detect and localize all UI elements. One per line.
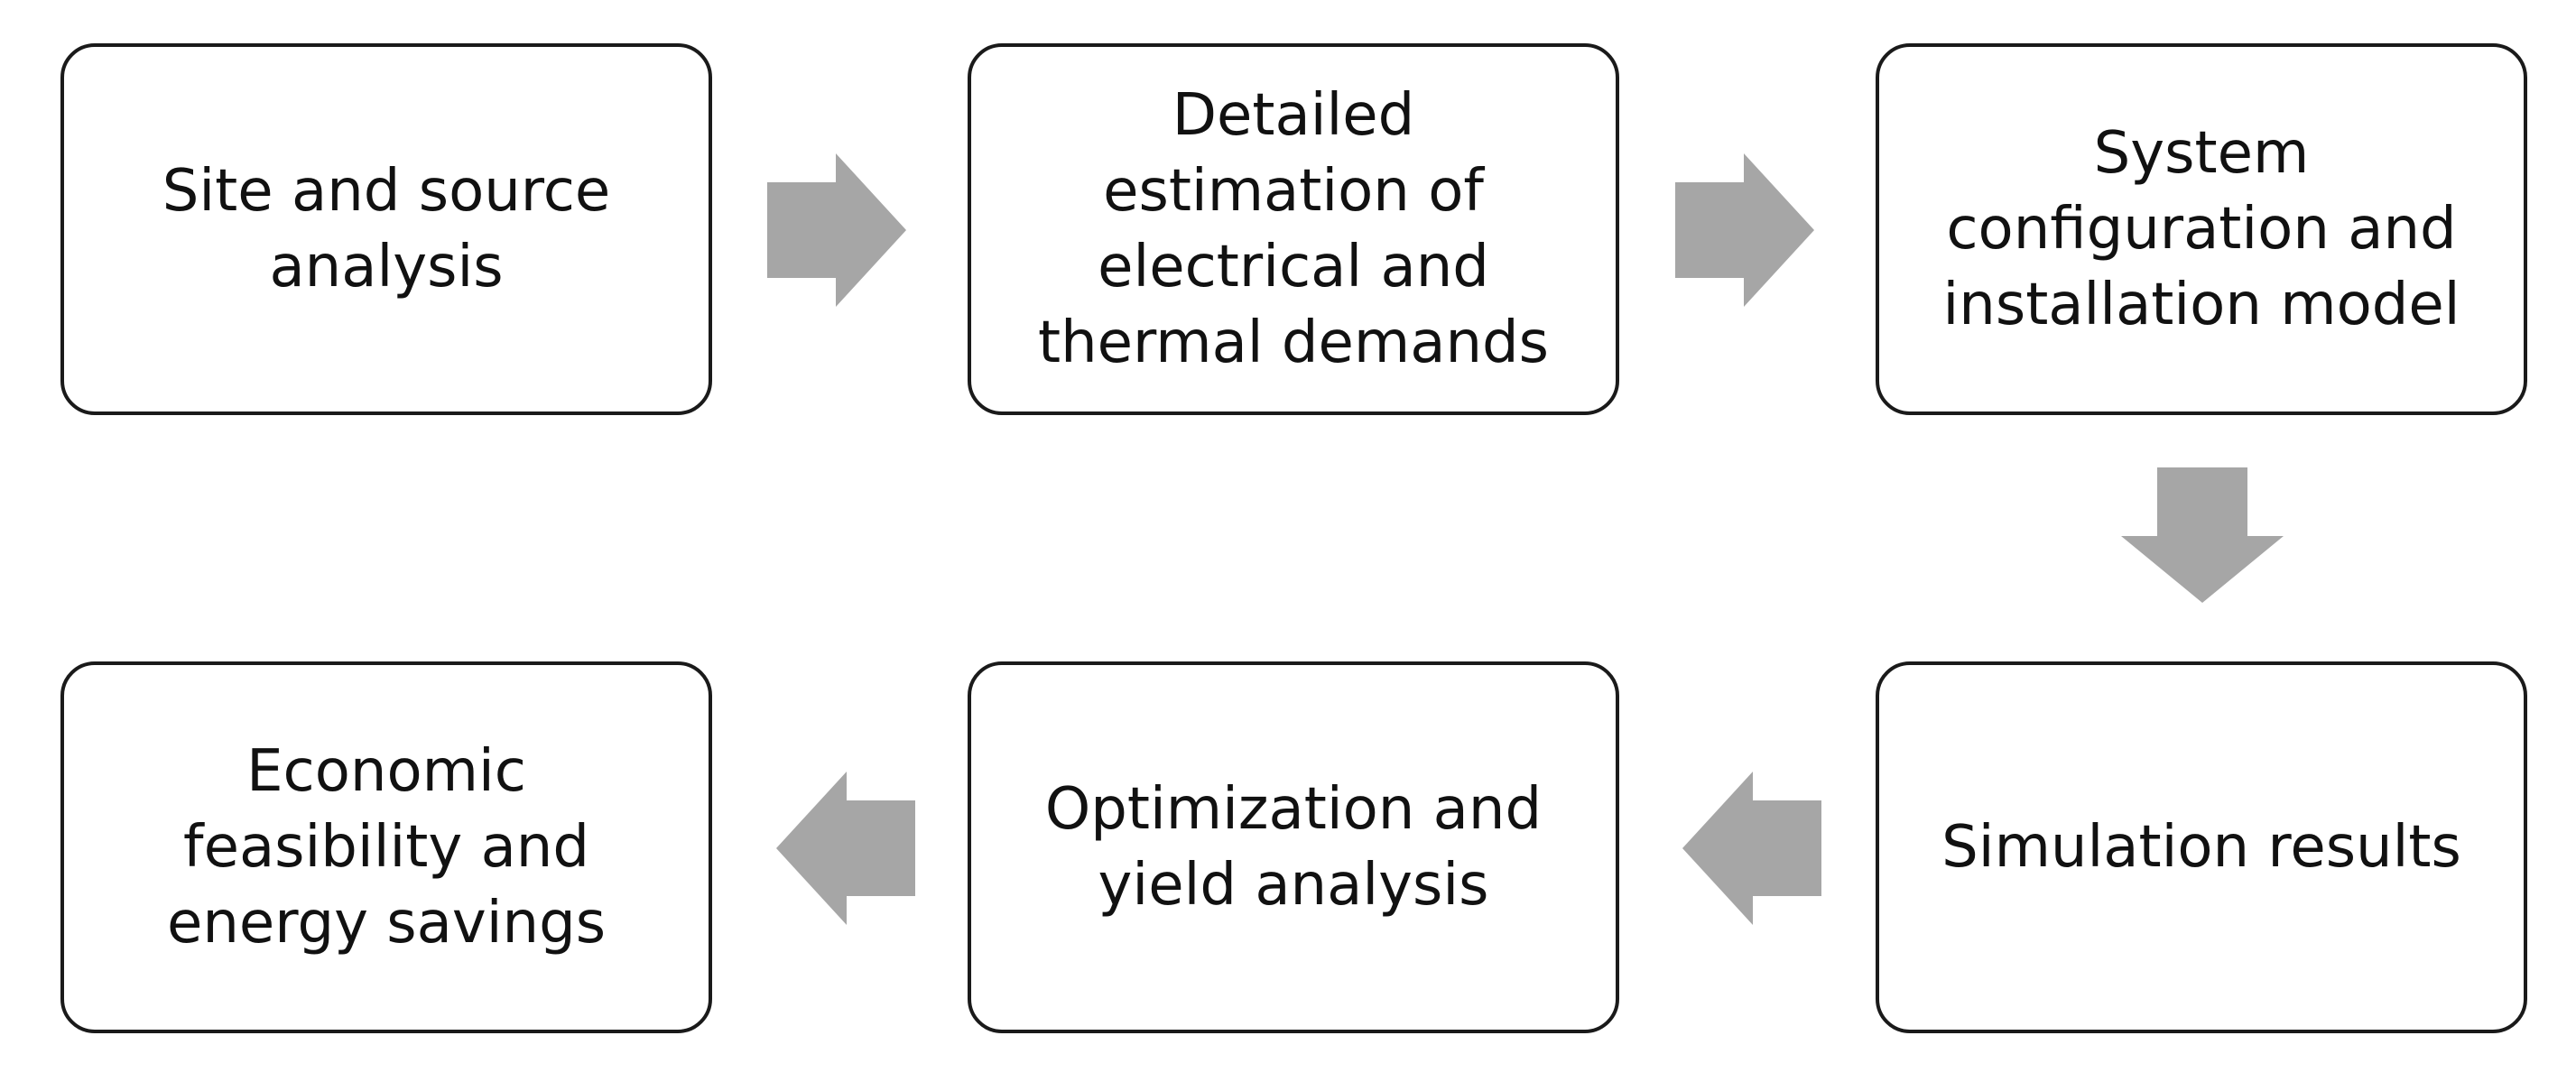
arrow-down-icon bbox=[2121, 467, 2284, 603]
step-label: Economic feasibility and energy savings bbox=[166, 738, 607, 957]
step-label: Optimization and yield analysis bbox=[1044, 776, 1543, 919]
arrow-left-icon bbox=[1682, 772, 1821, 925]
step-label: Site and source analysis bbox=[162, 158, 611, 300]
arrow-right-icon bbox=[767, 153, 906, 307]
arrow-right-icon bbox=[1675, 153, 1814, 307]
step-optimization-yield: Optimization and yield analysis bbox=[968, 661, 1619, 1033]
step-economic-feasibility: Economic feasibility and energy savings bbox=[60, 661, 712, 1033]
step-label: System configuration and installation mo… bbox=[1942, 120, 2460, 338]
step-label: Simulation results bbox=[1941, 814, 2461, 881]
step-demand-estimation: Detailed estimation of electrical and th… bbox=[968, 43, 1619, 415]
step-system-configuration: System configuration and installation mo… bbox=[1876, 43, 2527, 415]
step-label: Detailed estimation of electrical and th… bbox=[1038, 82, 1549, 376]
step-site-source-analysis: Site and source analysis bbox=[60, 43, 712, 415]
arrow-left-icon bbox=[776, 772, 915, 925]
step-simulation-results: Simulation results bbox=[1876, 661, 2527, 1033]
